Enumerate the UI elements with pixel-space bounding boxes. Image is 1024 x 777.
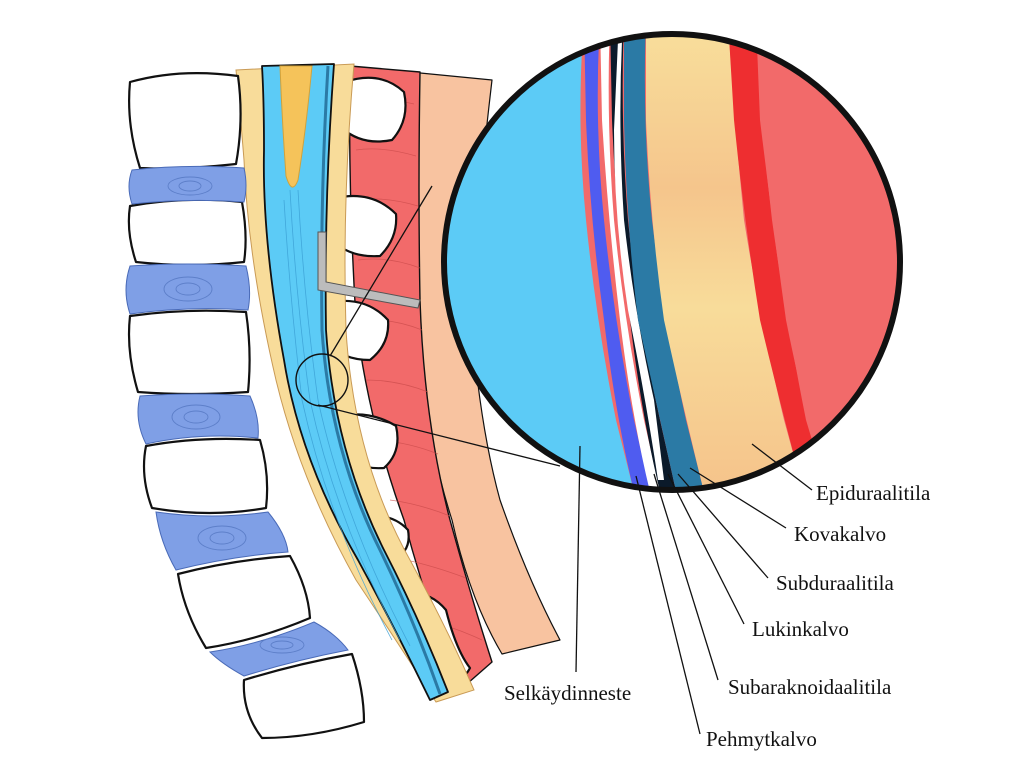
dural-sac-csf [261,63,449,701]
vertebral-body [176,554,312,650]
label-subaraknoidaalitila: Subaraknoidaalitila [728,675,892,699]
label-selkaydinneste: Selkäydinneste [504,681,631,705]
disc-rings [163,176,305,654]
zoom-pia [584,34,652,490]
conus-medullaris [279,65,313,188]
label-lukinkalvo: Lukinkalvo [752,617,849,641]
spine-section [125,63,561,740]
zoom-epidural [646,34,806,490]
leader-lines [575,443,813,735]
dura-line [320,65,442,695]
vertebral-body [142,437,269,515]
intervertebral-disc [155,511,289,571]
label-epiduraalitila: Epiduraalitila [816,481,931,505]
zoom-subarachnoid [600,34,662,490]
vertebral-bodies [127,71,366,740]
magnifier-line-top [329,185,433,357]
cauda-equina [283,189,411,647]
vertebral-body [242,652,366,740]
vertebral-body [128,71,242,170]
intervertebral-disc [128,165,247,205]
magnifier-circle [441,31,903,493]
vertebral-body [127,309,251,396]
labels: Epiduraalitila Kovakalvo Subduraalitila … [504,481,931,751]
spinal-needle [317,231,421,309]
zoom-subdural [614,40,664,480]
intervertebral-disc [125,263,251,315]
label-subduraalitila: Subduraalitila [776,571,894,595]
zoom-dura [624,34,706,490]
label-pehmytkalvo: Pehmytkalvo [706,727,817,751]
magnified-view [441,31,903,493]
zoom-ligament-edge [728,34,830,490]
vertebral-body [127,198,247,267]
intervertebral-disc [137,393,259,445]
magnifier-line-bottom [317,404,561,467]
label-kovakalvo: Kovakalvo [794,522,886,546]
